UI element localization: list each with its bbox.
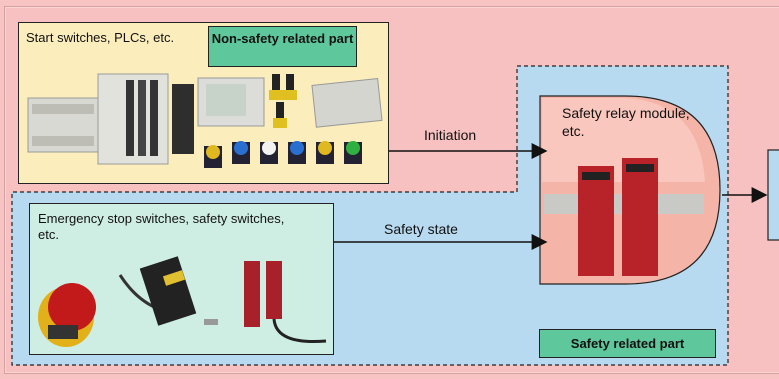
plc-rack-icon: [172, 84, 194, 154]
plc-compact-icon: [27, 97, 99, 153]
hmi-panel-icon: [197, 77, 265, 127]
safety-state-label: Safety state: [384, 221, 458, 237]
plc-modular-icon: [97, 73, 169, 165]
relay-module-label: Safety relay module, etc.: [562, 105, 690, 139]
emergency-stop-button-icon: [38, 283, 96, 347]
safety-related-tag: Safety related part: [539, 329, 716, 358]
relay-module-illustration: [539, 95, 721, 285]
non-safety-tag: Non-safety related part: [208, 26, 357, 67]
plc-products-illustration: [27, 73, 383, 168]
pushbuttons-icon: [204, 141, 362, 168]
limit-switch-icon: [118, 256, 218, 326]
output-device-box: [767, 149, 779, 241]
selector-switches-icon: [269, 74, 297, 128]
safety-relay-icon: [578, 158, 658, 276]
door-safety-switch-icon: [244, 261, 327, 344]
start-switches-label: Start switches, PLCs, etc.: [26, 30, 175, 45]
initiation-label: Initiation: [424, 127, 477, 143]
emergency-switches-label: Emergency stop switches, safety switches…: [38, 211, 285, 242]
terminal-module-icon: [311, 78, 383, 128]
safety-switches-illustration: [38, 256, 327, 347]
